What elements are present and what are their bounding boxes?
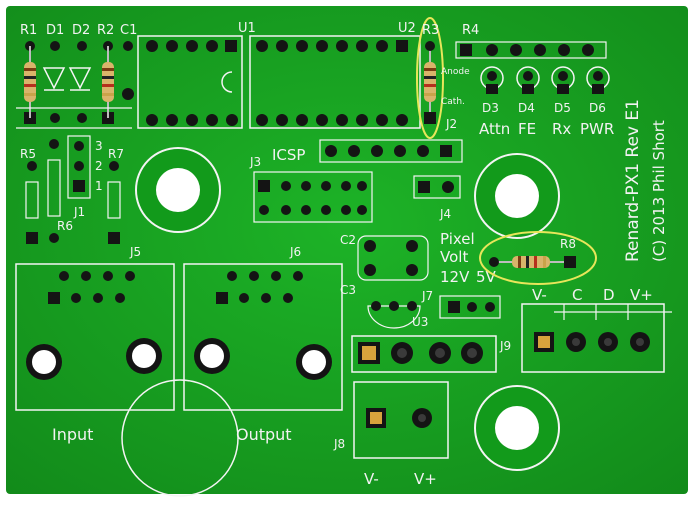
silk-c3: C3 bbox=[340, 283, 356, 297]
silk-r7: R7 bbox=[108, 147, 124, 161]
silk-d5: D5 bbox=[554, 101, 571, 115]
j4-header: J4 bbox=[413, 175, 461, 221]
silk-vplus: V+ bbox=[630, 286, 653, 304]
silk-cath: Cath. bbox=[441, 97, 465, 107]
silk-pwr: PWR bbox=[580, 120, 614, 138]
resistor-r3-group: R3 bbox=[416, 17, 444, 139]
silk-d2: D2 bbox=[72, 23, 90, 38]
silk-copyright: (C) 2013 Phil Short bbox=[650, 120, 668, 262]
silk-volt: Volt bbox=[440, 248, 468, 266]
icsp-header: ICSP bbox=[272, 139, 463, 164]
silk-j3: J3 bbox=[249, 155, 261, 169]
j8-terminal: J8 V- V+ bbox=[333, 381, 449, 488]
silk-c1: C1 bbox=[120, 23, 137, 38]
silk-u2: U2 bbox=[398, 21, 416, 36]
j9-header: J9 bbox=[351, 335, 511, 373]
silk-output: Output bbox=[236, 425, 292, 444]
j5-jack: J5 bbox=[15, 245, 175, 411]
ic-socket-small bbox=[137, 35, 243, 129]
silk-pin2: 2 bbox=[95, 159, 103, 173]
mounting-hole bbox=[495, 406, 539, 450]
silk-r3: R3 bbox=[422, 23, 439, 38]
led-resistor-area: R1 D1 D2 R2 C1 bbox=[16, 23, 137, 129]
silk-j8: J8 bbox=[333, 437, 345, 451]
silk-circle bbox=[121, 379, 239, 497]
silk-j6: J6 bbox=[289, 245, 301, 259]
pixel-voltage-area: Pixel Volt 12V 5V R8 bbox=[440, 230, 597, 286]
silk-j5: J5 bbox=[129, 245, 141, 259]
mounting-hole bbox=[156, 168, 200, 212]
silk-j9: J9 bbox=[499, 339, 511, 353]
silk-u3: U3 bbox=[412, 315, 428, 329]
silk-u1: U1 bbox=[238, 21, 256, 36]
silk-d1: D1 bbox=[46, 23, 64, 38]
silk-j8-vminus: V- bbox=[364, 470, 379, 488]
silk-12v: 12V bbox=[440, 268, 470, 286]
silk-j4: J4 bbox=[439, 207, 451, 221]
silk-j1: J1 bbox=[73, 205, 85, 219]
silk-j7: J7 bbox=[421, 289, 433, 303]
resistor-r1 bbox=[24, 62, 36, 102]
silk-d4: D4 bbox=[518, 101, 535, 115]
silk-pin3: 3 bbox=[95, 139, 103, 153]
silk-r4: R4 bbox=[462, 23, 479, 38]
silk-attn: Attn bbox=[479, 120, 510, 138]
silk-d6: D6 bbox=[589, 101, 606, 115]
silk-r8: R8 bbox=[560, 237, 576, 251]
mounting-hole bbox=[495, 174, 539, 218]
mounting-holes bbox=[135, 147, 560, 471]
board-revision: Renard-PX1 Rev E1 (C) 2013 Phil Short bbox=[623, 99, 668, 262]
capacitor-area: C2 C3 J7 U3 bbox=[340, 233, 501, 329]
j3-header: J3 bbox=[249, 155, 373, 223]
highlight-r8 bbox=[479, 231, 597, 285]
resistor-r3 bbox=[424, 62, 436, 102]
silk-icsp: ICSP bbox=[272, 146, 305, 164]
silk-fe: FE bbox=[518, 120, 536, 138]
j1-area: R5 R7 R6 J1 3 2 1 bbox=[20, 135, 124, 244]
silk-pin1: 1 bbox=[95, 179, 103, 193]
silk-d3: D3 bbox=[482, 101, 499, 115]
silk-input: Input bbox=[52, 425, 93, 444]
silk-rx: Rx bbox=[552, 120, 571, 138]
resistor-r8 bbox=[512, 256, 550, 268]
silk-j8-vplus: V+ bbox=[414, 470, 437, 488]
silk-rev: Renard-PX1 Rev E1 bbox=[623, 99, 643, 262]
j6-jack: J6 bbox=[183, 245, 343, 411]
status-led-area: R4 Anode Cath. D3 D4 D5 D6 Attn FE Rx PW… bbox=[441, 23, 614, 138]
silk-d: D bbox=[603, 286, 615, 304]
silk-c2: C2 bbox=[340, 233, 356, 247]
silk-r2: R2 bbox=[97, 23, 114, 38]
silk-anode: Anode bbox=[441, 67, 470, 77]
resistor-r2 bbox=[102, 62, 114, 102]
silk-j2: J2 bbox=[445, 117, 457, 131]
silk-r1: R1 bbox=[20, 23, 37, 38]
silk-pixel: Pixel bbox=[440, 230, 475, 248]
ic-socket-u1: U1 U2 bbox=[238, 21, 421, 129]
pixel-output-terminal: V- C D V+ bbox=[521, 286, 672, 373]
highlight-r3 bbox=[416, 17, 444, 139]
silk-r5: R5 bbox=[20, 147, 36, 161]
silk-r6: R6 bbox=[57, 219, 73, 233]
silk-vminus: V- bbox=[532, 286, 547, 304]
silk-c: C bbox=[572, 286, 582, 304]
